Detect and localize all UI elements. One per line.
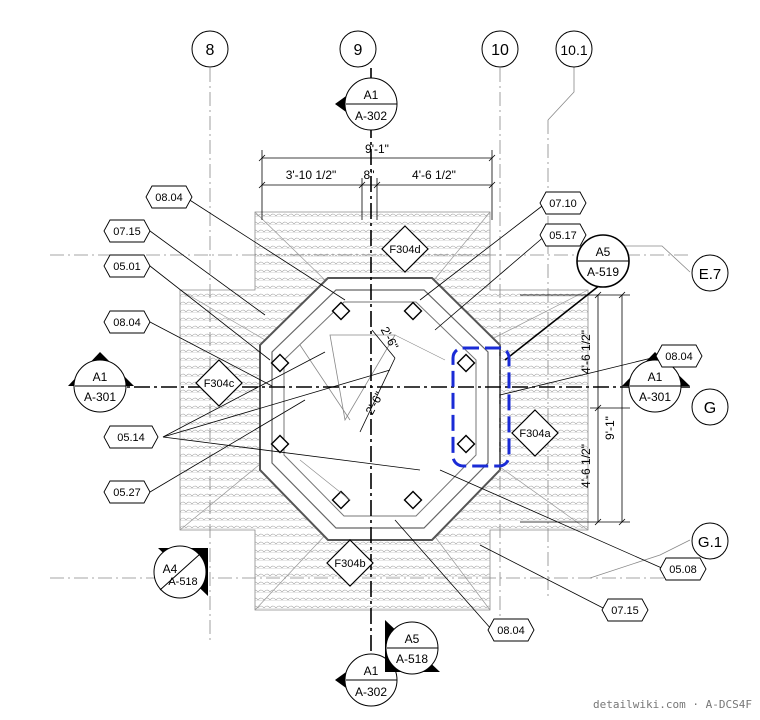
keynote-0804-a-label: 08.04 bbox=[155, 192, 183, 204]
keynote-leaders bbox=[149, 196, 665, 631]
grid-bubble-e7-label: E.7 bbox=[699, 266, 722, 283]
keynote-0514-label: 05.14 bbox=[117, 432, 145, 444]
keynote-0501-label: 05.01 bbox=[113, 261, 141, 273]
section-marker-right: A1 A-301 bbox=[622, 352, 690, 413]
grid-bubble-10-1: 10.1 bbox=[555, 30, 593, 68]
section-right-num: A1 bbox=[648, 370, 663, 384]
dim-right-lower: 4'-6 1/2" bbox=[579, 444, 593, 488]
keynote-tag-0804-c: 08.04 bbox=[655, 344, 703, 368]
keynote-tag-0715-b: 07.15 bbox=[601, 598, 649, 622]
grid-bubble-g: G bbox=[691, 388, 729, 426]
dim-right-upper: 4'-6 1/2" bbox=[579, 330, 593, 374]
top-dimension-string bbox=[258, 150, 496, 220]
finish-tag-right-label: F304a bbox=[519, 428, 551, 440]
keynote-0527-label: 05.27 bbox=[113, 487, 141, 499]
keynote-tag-0804-b: 08.04 bbox=[103, 310, 151, 334]
grid-bubble-8: 8 bbox=[191, 30, 229, 68]
finish-tag-bottom: F304b bbox=[326, 539, 374, 587]
section-marker-bottom-left: A4 A-518 bbox=[153, 545, 208, 599]
section-bottom-num: A1 bbox=[364, 664, 379, 678]
section-bm-num: A5 bbox=[405, 632, 420, 646]
section-marker-bottom-mid: A5 A-518 bbox=[385, 620, 440, 675]
octagon-skylight-frame bbox=[259, 277, 501, 541]
watermark: detailwiki.com · A-DCS4F bbox=[593, 698, 752, 711]
grid-bubble-9-label: 9 bbox=[354, 42, 363, 59]
section-left-num: A1 bbox=[93, 370, 108, 384]
section-right-sheet: A-301 bbox=[639, 390, 671, 404]
section-top-num: A1 bbox=[364, 88, 379, 102]
section-top-sheet: A-302 bbox=[355, 109, 387, 123]
section-marker-left: A1 A-301 bbox=[68, 352, 134, 413]
grid-bubble-10-1-label: 10.1 bbox=[560, 42, 587, 58]
section-bm-sheet: A-518 bbox=[396, 652, 428, 666]
keynote-0517-label: 05.17 bbox=[549, 230, 577, 242]
keynote-tag-0710: 07.10 bbox=[539, 191, 587, 215]
keynote-0804-c-label: 08.04 bbox=[665, 351, 693, 363]
keynote-0804-d-label: 08.04 bbox=[497, 625, 525, 637]
finish-tag-bottom-label: F304b bbox=[334, 558, 365, 570]
section-left-sheet: A-301 bbox=[84, 390, 116, 404]
section-cut-lines bbox=[80, 68, 690, 700]
detail-callout-marker: A5 A-519 bbox=[576, 234, 630, 288]
keynote-tag-0527: 05.27 bbox=[103, 480, 151, 504]
detail-callout-num: A5 bbox=[596, 245, 611, 259]
finish-tag-left: F304c bbox=[195, 359, 243, 407]
section-bottom-sheet: A-302 bbox=[355, 685, 387, 699]
keynote-tag-0508: 05.08 bbox=[659, 557, 707, 581]
keynote-tag-0517: 05.17 bbox=[539, 223, 587, 247]
finish-tag-right: F304a bbox=[511, 409, 559, 457]
section-bl-sheet: A-518 bbox=[168, 576, 197, 588]
dim-mid-seg: 8" bbox=[364, 168, 375, 182]
section-marker-top: A1 A-302 bbox=[335, 77, 398, 131]
grid-bubble-g-label: G bbox=[704, 400, 716, 417]
grid-bubble-e7: E.7 bbox=[691, 254, 729, 292]
keynote-0804-b-label: 08.04 bbox=[113, 317, 141, 329]
dim-right-seg: 4'-6 1/2" bbox=[412, 168, 456, 182]
keynote-tag-0514: 05.14 bbox=[103, 425, 159, 449]
grid-bubble-10-label: 10 bbox=[491, 42, 509, 59]
keynote-tag-0501: 05.01 bbox=[103, 254, 151, 278]
detail-highlight-box bbox=[451, 346, 511, 468]
grid-bubble-8-label: 8 bbox=[206, 42, 215, 59]
grid-bubble-9: 9 bbox=[339, 30, 377, 68]
grid-bubble-g1-label: G.1 bbox=[698, 534, 722, 551]
keynote-tag-0804-d: 08.04 bbox=[487, 618, 535, 642]
grid-bubble-10: 10 bbox=[481, 30, 519, 68]
keynote-0715-a-label: 07.15 bbox=[113, 226, 141, 238]
dim-left-seg: 3'-10 1/2" bbox=[286, 168, 337, 182]
dim-overall-right: 9'-1" bbox=[603, 416, 617, 440]
finish-tag-top-label: F304d bbox=[389, 244, 420, 256]
grid-bubble-g1: G.1 bbox=[691, 522, 729, 560]
section-bl-num: A4 bbox=[163, 562, 178, 576]
keynote-tag-0804-a: 08.04 bbox=[145, 185, 193, 209]
keynote-0508-label: 05.08 bbox=[669, 564, 697, 576]
keynote-tag-0715-a: 07.15 bbox=[103, 219, 151, 243]
right-dimension-string bbox=[520, 291, 630, 526]
section-marker-bottom: A1 A-302 bbox=[335, 653, 398, 707]
keynote-0715-b-label: 07.15 bbox=[611, 605, 639, 617]
keynote-0710-label: 07.10 bbox=[549, 198, 577, 210]
dim-overall-top: 9'-1" bbox=[365, 142, 389, 156]
finish-tag-left-label: F304c bbox=[204, 378, 235, 390]
detail-callout-sheet: A-519 bbox=[587, 265, 619, 279]
finish-tag-top: F304d bbox=[381, 225, 429, 273]
